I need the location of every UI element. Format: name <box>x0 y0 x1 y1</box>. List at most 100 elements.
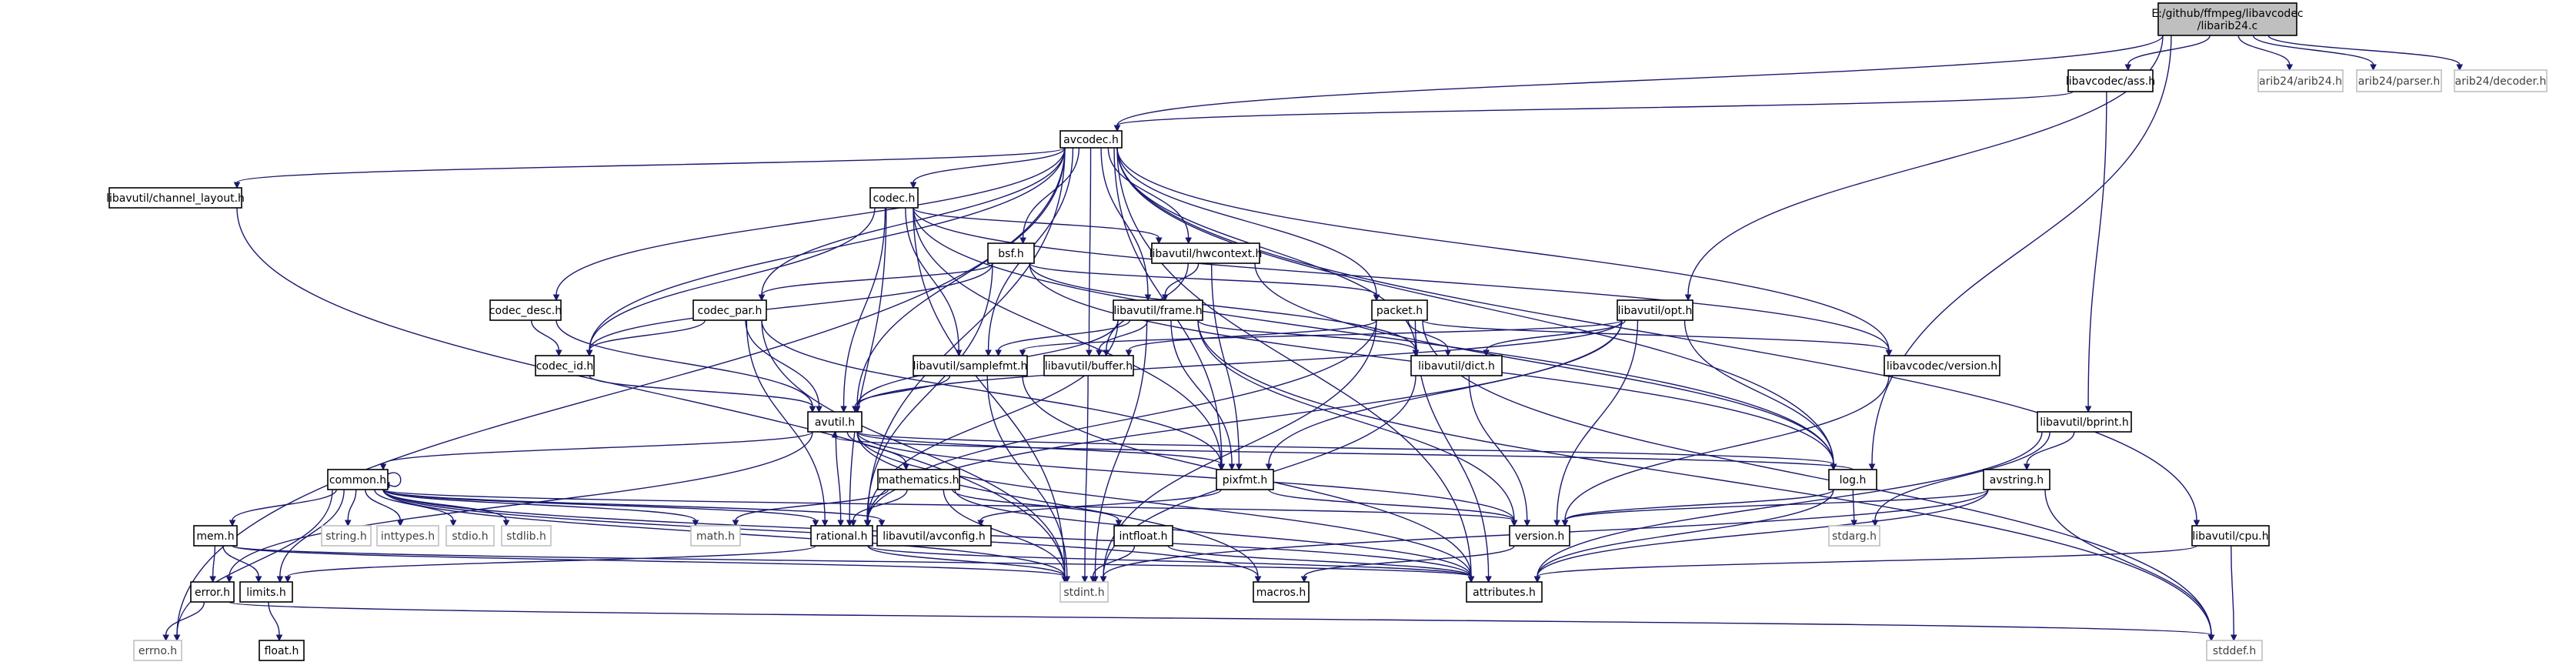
edge-libarib24-to-ass <box>2124 35 2211 72</box>
edge-intfloat-to-attributes <box>1167 545 1475 583</box>
node-common[interactable]: common.h <box>327 469 389 490</box>
edge-ass-to-avcodec <box>1113 91 2074 132</box>
edge-common-to-version <box>382 489 1518 527</box>
edge-avstring-to-attributes <box>1533 489 1989 583</box>
node-label: libavutil/buffer.h <box>1045 360 1133 373</box>
edge-pixfmt-to-avconfig <box>977 489 1222 527</box>
node-dict[interactable]: libavutil/dict.h <box>1410 355 1503 376</box>
node-math: math.h <box>690 525 741 547</box>
node-pixfmt[interactable]: pixfmt.h <box>1216 469 1274 490</box>
node-stdlib: stdlib.h <box>501 525 552 547</box>
edge-mathematics-to-rational <box>849 489 908 527</box>
node-frame[interactable]: libavutil/frame.h <box>1113 299 1203 321</box>
node-macros[interactable]: macros.h <box>1253 581 1310 603</box>
node-avcodec[interactable]: avcodec.h <box>1059 130 1123 149</box>
edge-limits-to-floath <box>268 601 283 642</box>
node-avstring[interactable]: avstring.h <box>1983 469 2050 490</box>
edge-frame-to-samplefmt <box>995 319 1131 357</box>
node-bprint[interactable]: libavutil/bprint.h <box>2037 411 2132 433</box>
node-label: codec.h <box>873 192 916 205</box>
node-label: pixfmt.h <box>1223 474 1267 486</box>
edge-samplefmt-to-avutil <box>852 375 951 413</box>
node-inttypes: inttypes.h <box>376 525 439 547</box>
edge-hwctx-to-log <box>1254 262 1837 471</box>
node-label: bsf.h <box>998 248 1023 260</box>
edge-log-to-attributes <box>1533 489 1834 583</box>
node-label: stdio.h <box>452 530 488 543</box>
node-codecpar[interactable]: codec_par.h <box>692 299 767 321</box>
node-chlayout[interactable]: libavutil/channel_layout.h <box>106 187 245 209</box>
node-rational[interactable]: rational.h <box>810 525 873 547</box>
node-buffer[interactable]: libavutil/buffer.h <box>1043 355 1134 376</box>
node-label: string.h <box>325 530 367 543</box>
edge-libarib24-to-aribaribh <box>2237 35 2294 72</box>
node-label: errno.h <box>138 645 177 657</box>
edge-packet-to-avcversion <box>1422 319 1893 357</box>
node-avcversion[interactable]: libavcodec/version.h <box>1884 355 2000 376</box>
edge-mathematics-to-intfloat <box>952 489 1123 527</box>
node-label: attributes.h <box>1473 587 1536 599</box>
node-limits[interactable]: limits.h <box>239 581 293 603</box>
node-label: version.h <box>1515 530 1565 543</box>
node-label: libavcodec/version.h <box>1887 360 1997 373</box>
edge-mem-to-error <box>209 545 216 583</box>
node-cpu[interactable]: libavutil/cpu.h <box>2191 525 2270 547</box>
node-label: mem.h <box>196 530 234 543</box>
edge-rational-to-stdint <box>867 545 1069 583</box>
edge-packet-to-buffer <box>1125 319 1377 357</box>
node-label: libavutil/dict.h <box>1418 360 1495 373</box>
node-label: intfloat.h <box>1119 530 1167 543</box>
edge-opt-to-rational <box>864 319 1623 527</box>
node-version[interactable]: version.h <box>1509 525 1570 547</box>
node-layer: E:/github/ffmpeg/libavcodec/libarib24.cl… <box>106 2 2548 661</box>
edge-opt-to-version <box>1553 319 1639 527</box>
node-log[interactable]: log.h <box>1828 469 1877 490</box>
node-hwctx[interactable]: libavutil/hwcontext.h <box>1150 242 1263 264</box>
node-label: arib24/arib24.h <box>2259 75 2342 88</box>
edge-codecpar-to-avutil <box>745 319 823 413</box>
edge-ass-to-bprint <box>2084 91 2107 413</box>
node-avutil[interactable]: avutil.h <box>807 411 863 433</box>
node-label: rational.h <box>816 530 868 543</box>
node-ass[interactable]: libavcodec/ass.h <box>2066 69 2155 92</box>
edge-bprint-to-attributes <box>1533 431 2043 583</box>
node-label: codec_id.h <box>536 360 594 373</box>
node-label: avcodec.h <box>1063 134 1119 146</box>
edge-mem-to-stdint <box>232 545 1069 583</box>
node-label: math.h <box>696 530 735 543</box>
edge-codecpar-to-rational <box>746 319 829 527</box>
node-bsf[interactable]: bsf.h <box>987 242 1035 264</box>
edge-cpu-to-attributes <box>1533 545 2197 583</box>
edge-codec-to-hwctx <box>913 207 1163 245</box>
node-error[interactable]: error.h <box>190 581 235 603</box>
edge-avcodec-to-errno <box>173 147 1066 642</box>
edge-intfloat-to-stdint <box>1089 545 1136 583</box>
node-codec[interactable]: codec.h <box>869 187 919 209</box>
edge-samplefmt-to-stdint <box>986 375 1071 583</box>
edge-common-to-avconfig <box>382 489 886 527</box>
edge-avcodec-to-chlayout <box>233 147 1066 189</box>
node-aribaribh: arib24/arib24.h <box>2257 69 2344 92</box>
edge-layer <box>162 35 2464 642</box>
edge-common-to-stdio <box>374 489 457 527</box>
node-floath[interactable]: float.h <box>259 640 305 661</box>
node-mem[interactable]: mem.h <box>193 525 238 547</box>
edge-frame-to-buffer <box>1096 319 1149 357</box>
node-opt[interactable]: libavutil/opt.h <box>1617 299 1693 321</box>
node-mathematics[interactable]: mathematics.h <box>877 469 960 490</box>
node-packet[interactable]: packet.h <box>1371 299 1428 321</box>
node-attributes[interactable]: attributes.h <box>1466 581 1543 603</box>
node-stringh: string.h <box>321 525 372 547</box>
node-label: common.h <box>329 474 386 486</box>
node-avconfig[interactable]: libavutil/avconfig.h <box>876 525 992 547</box>
edge-avcodec-to-codec <box>909 147 1066 189</box>
node-stdio: stdio.h <box>445 525 495 547</box>
node-codecid[interactable]: codec_id.h <box>535 355 595 376</box>
node-label: libavutil/channel_layout.h <box>106 192 245 205</box>
node-samplefmt[interactable]: libavutil/samplefmt.h <box>913 355 1028 376</box>
node-intfloat[interactable]: intfloat.h <box>1113 525 1173 547</box>
node-label: libavutil/avconfig.h <box>883 530 985 543</box>
edge-rational-to-limits <box>284 545 816 583</box>
node-codecdesc[interactable]: codec_desc.h <box>489 299 562 321</box>
edge-avstring-to-version <box>1561 489 1989 527</box>
